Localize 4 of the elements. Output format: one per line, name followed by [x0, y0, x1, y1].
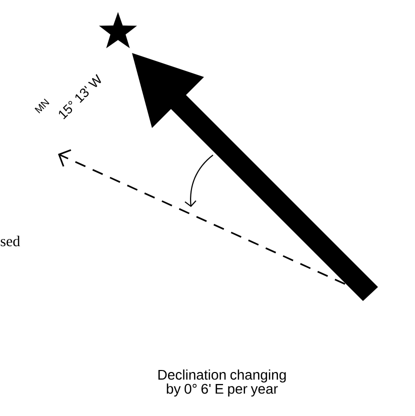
text-fragment: sed [0, 236, 20, 246]
direction-label: MN [34, 98, 50, 114]
direction-label: 15° 13' W [58, 74, 102, 120]
declination-note: Declination changing by 0° 6' E per year [158, 369, 286, 397]
